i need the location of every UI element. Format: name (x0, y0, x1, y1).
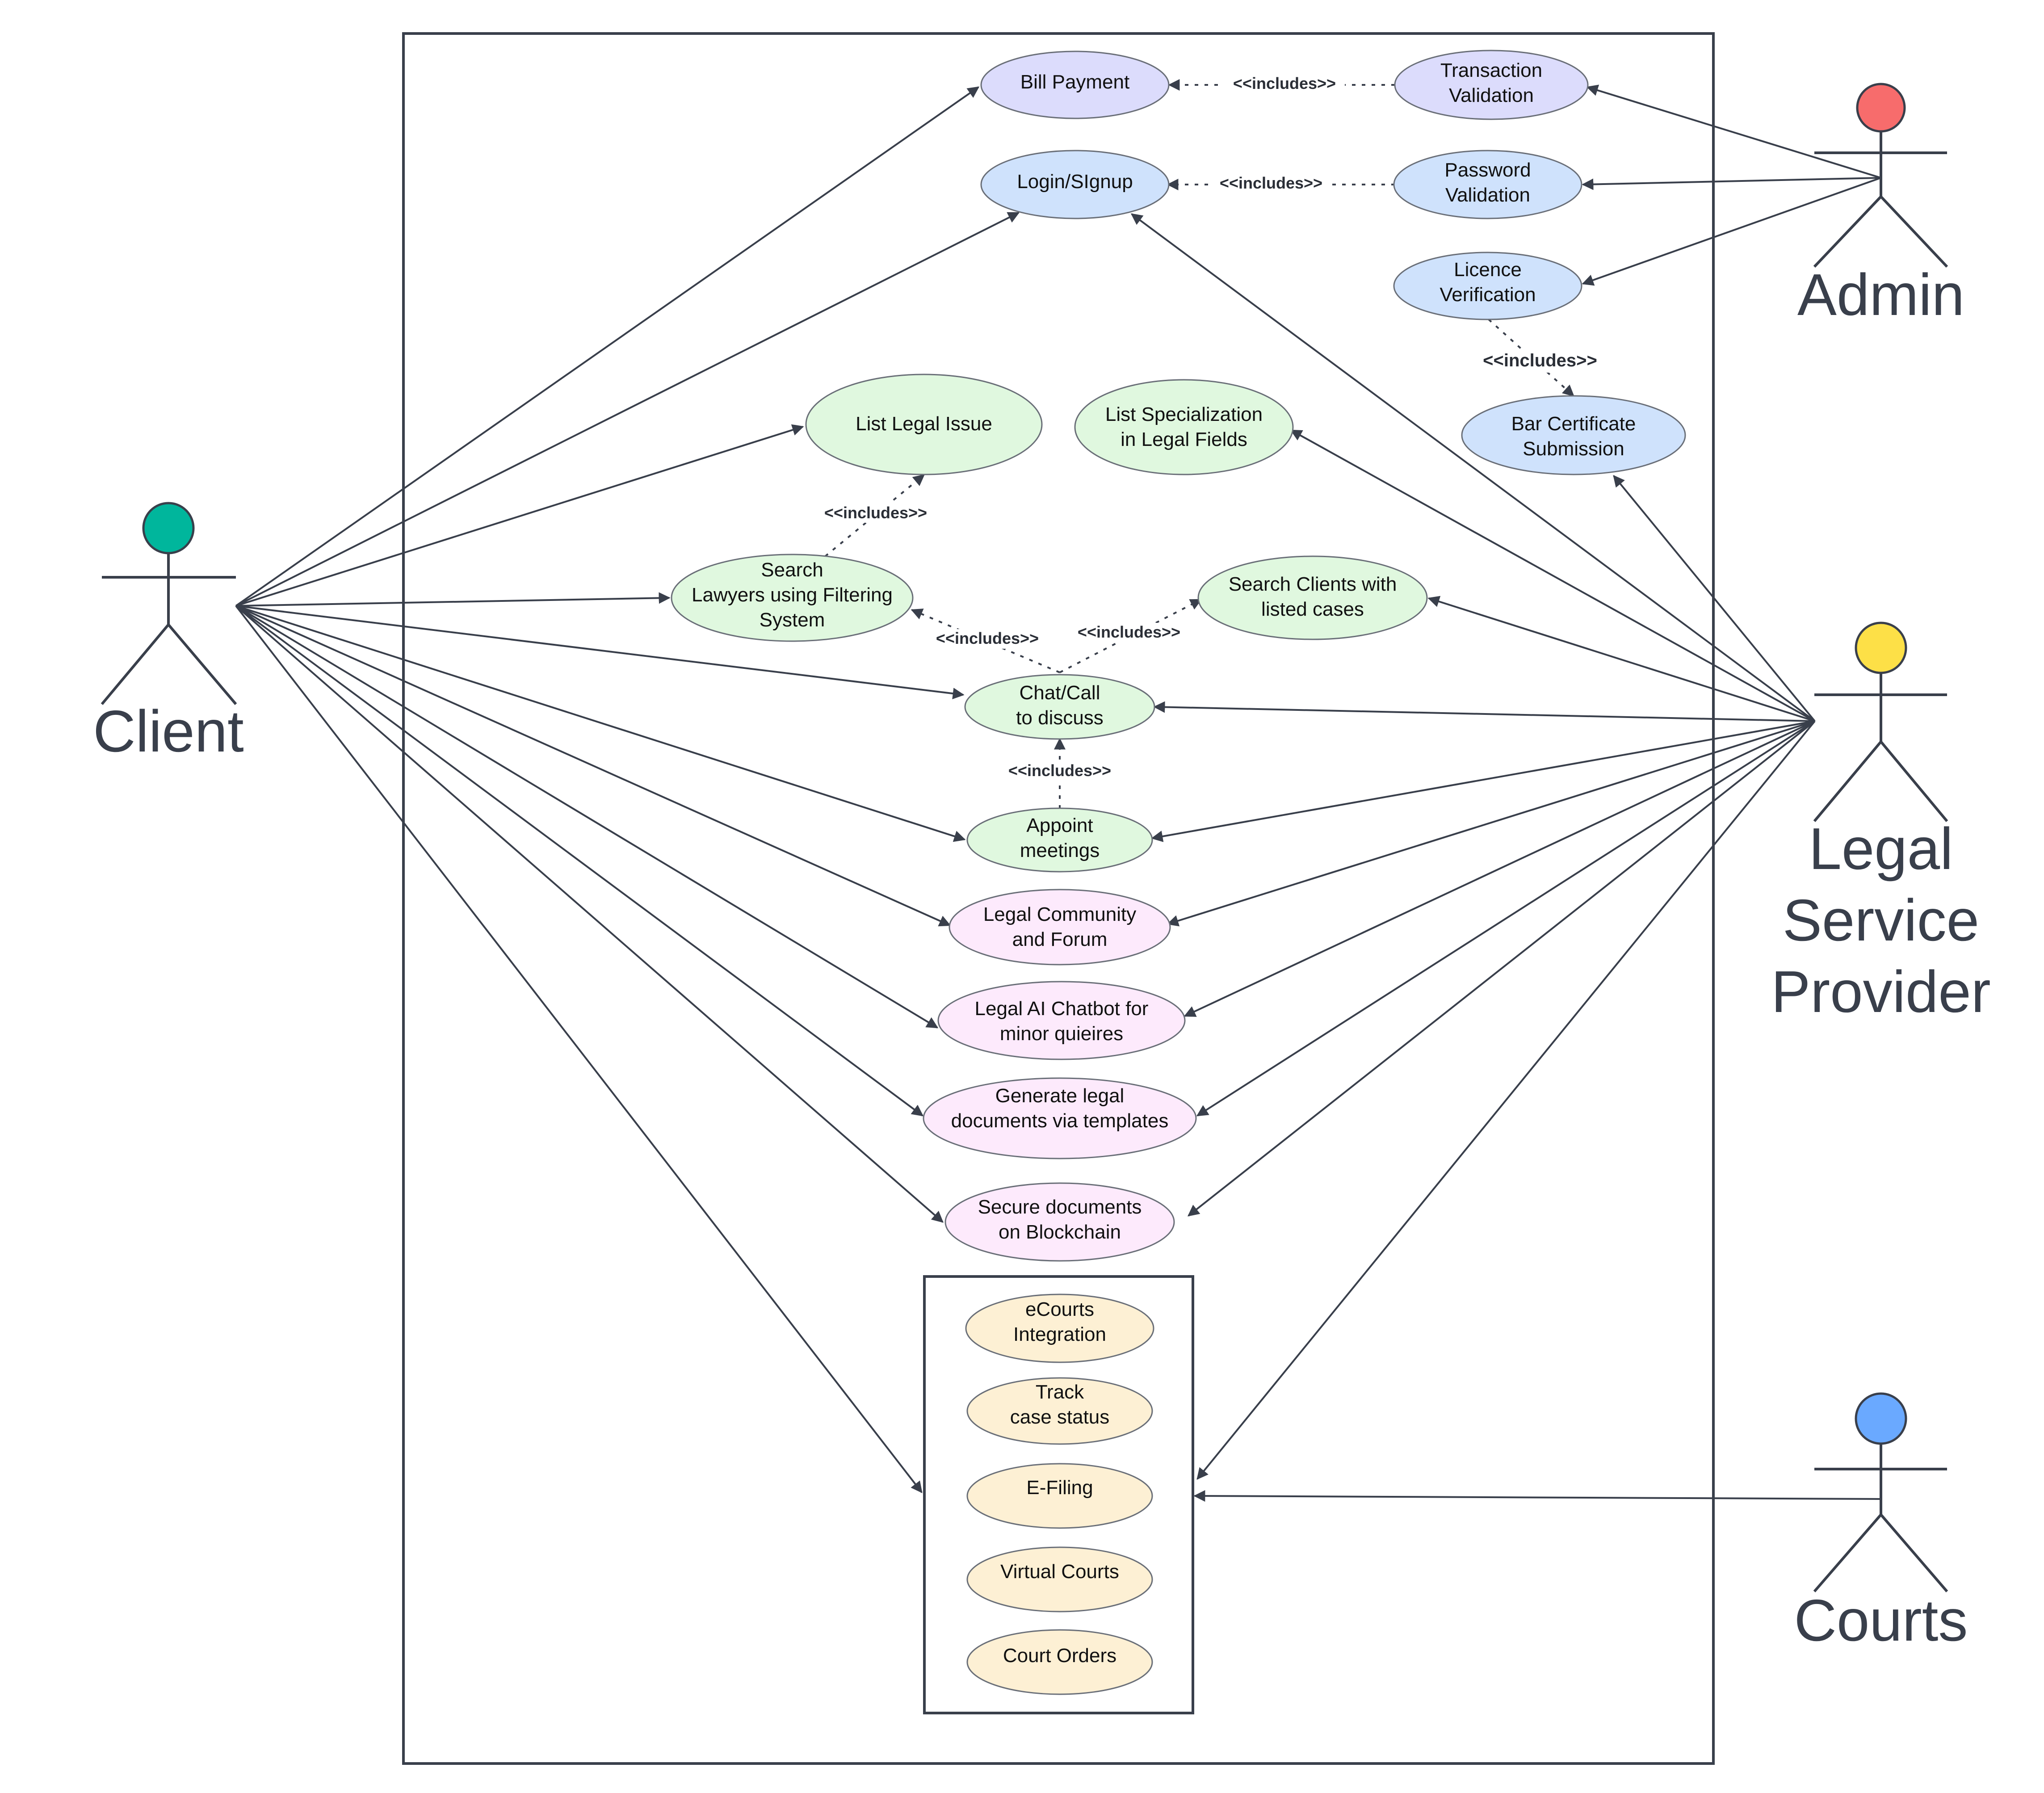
actor-lsp-head (1855, 621, 1907, 674)
actor-admin-label: Admin (1797, 262, 1964, 328)
actor-client-label: Client (93, 698, 243, 764)
include-label-login: <<includes>> (1220, 174, 1322, 192)
assoc-client-list-legal-issue (235, 424, 804, 607)
include-search-lawyers-list-issue (824, 474, 925, 557)
assoc-client-generate-docs (235, 605, 924, 1117)
assoc-client-chat (235, 605, 965, 700)
assoc-lsp-search-clients (1427, 596, 1815, 722)
include-label-search-lawyers: <<includes>> (824, 504, 927, 522)
actor-courts[interactable]: Courts (1794, 1392, 1968, 1653)
assoc-lsp-appoint (1151, 720, 1815, 842)
svg-text:List Legal Issue: List Legal Issue (856, 413, 992, 435)
assoc-lsp-chat (1153, 701, 1815, 722)
client-associations (235, 86, 1020, 1494)
include-label-chat-clients: <<includes>> (1078, 623, 1180, 641)
include-label-bill: <<includes>> (1233, 74, 1336, 92)
assoc-lsp-bar-cert (1613, 474, 1816, 722)
actor-client-head (142, 502, 195, 554)
use-case-login-signup[interactable]: Login/SIgnup (980, 150, 1170, 219)
courts-subsystem-box (923, 1275, 1194, 1714)
assoc-client-courts-box (235, 605, 923, 1494)
assoc-lsp-ai-chatbot (1184, 720, 1815, 1017)
use-case-bill-payment[interactable]: Bill Payment (980, 50, 1170, 119)
use-case-list-legal-issue[interactable]: List Legal Issue (805, 374, 1043, 475)
assoc-lsp-courts-box (1196, 720, 1816, 1480)
assoc-lsp-specialization (1290, 429, 1815, 722)
use-case-court-orders[interactable]: Court Orders (966, 1629, 1153, 1695)
assoc-admin-licence (1582, 177, 1881, 286)
svg-text:Court Orders: Court Orders (1003, 1645, 1116, 1667)
actor-courts-label: Courts (1794, 1587, 1968, 1653)
assoc-client-login (235, 212, 1020, 607)
svg-text:E-Filing: E-Filing (1026, 1477, 1093, 1499)
assoc-lsp-generate-docs (1196, 720, 1816, 1117)
svg-text:Login/SIgnup: Login/SIgnup (1017, 171, 1133, 193)
svg-text:Bill Payment: Bill Payment (1020, 71, 1130, 93)
include-labels: <<includes>> <<includes>> <<includes>> <… (820, 72, 1608, 781)
actor-admin[interactable]: Admin (1797, 83, 1964, 328)
svg-text:Virtual Courts: Virtual Courts (1000, 1561, 1119, 1583)
assoc-lsp-community (1167, 720, 1815, 927)
assoc-client-community (235, 605, 951, 927)
actor-client[interactable]: Client (93, 502, 244, 764)
assoc-lsp-login (1130, 213, 1816, 722)
assoc-courts-courts-box (1193, 1490, 1881, 1502)
use-case-virtual-courts[interactable]: Virtual Courts (966, 1546, 1153, 1612)
assoc-admin-password (1582, 177, 1881, 190)
assoc-client-ai-chatbot (235, 605, 939, 1029)
assoc-client-bill-payment (235, 86, 980, 607)
actor-courts-head (1855, 1392, 1907, 1445)
assoc-client-secure-docs (235, 605, 944, 1223)
assoc-client-appoint (235, 605, 966, 842)
assoc-admin-transaction (1586, 84, 1881, 179)
use-case-e-filing[interactable]: E-Filing (966, 1463, 1153, 1529)
assoc-lsp-secure-docs (1187, 720, 1816, 1217)
include-label-licence: <<includes>> (1483, 351, 1597, 370)
admin-associations (1582, 84, 1881, 286)
system-boundary (402, 32, 1715, 1765)
assoc-client-search-lawyers (235, 592, 671, 607)
actor-admin-head (1856, 83, 1906, 133)
lsp-associations (1130, 213, 1816, 1480)
include-label-chat-lawyers: <<includes>> (936, 629, 1039, 647)
include-label-appoint: <<includes>> (1008, 761, 1111, 780)
